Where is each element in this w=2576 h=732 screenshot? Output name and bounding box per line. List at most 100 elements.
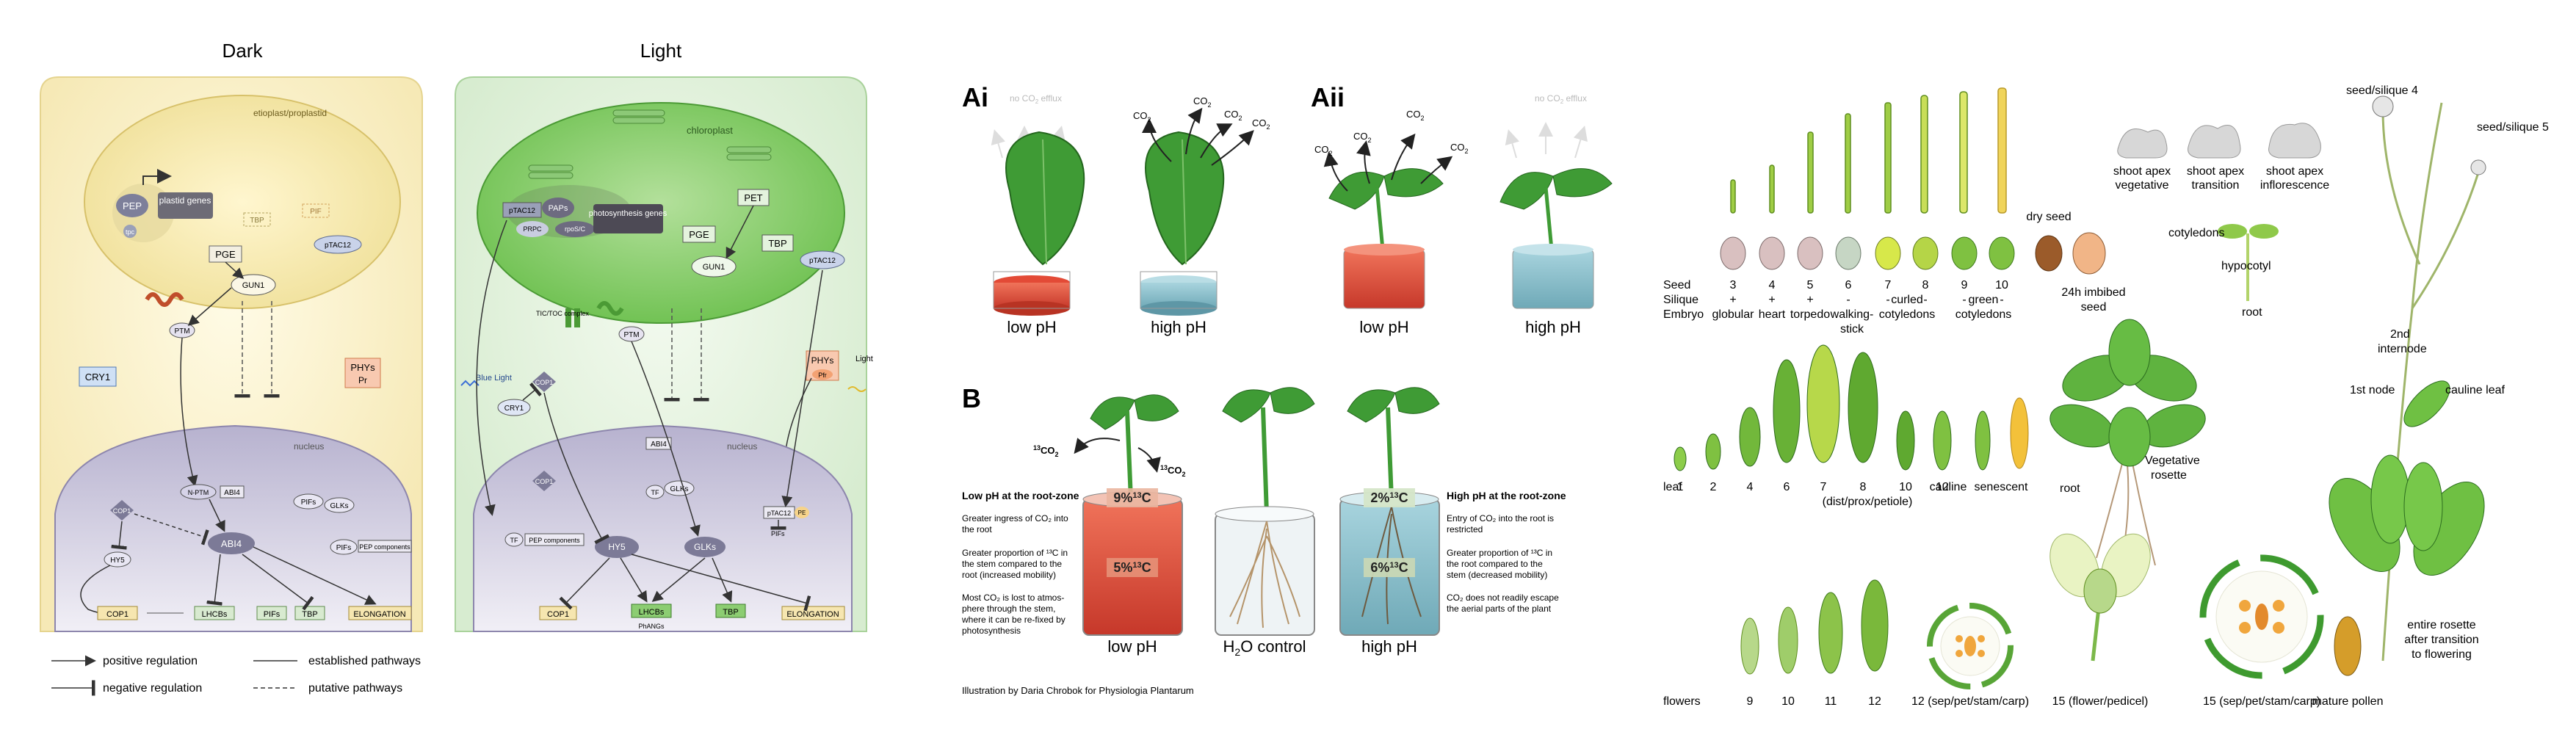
svg-text:PE: PE: [798, 510, 806, 516]
svg-text:LHCBs: LHCBs: [202, 610, 228, 619]
nucleus-light: [473, 424, 853, 632]
flowering-plant: seed/silique 4 seed/silique 5 2nd intern…: [2329, 84, 2549, 662]
svg-text:ABI4: ABI4: [221, 538, 242, 549]
silique-sign: -: [1923, 294, 1927, 306]
silique-number: 7: [1885, 279, 1892, 291]
embryo-labels: globular heart torpedo walking- stick cu…: [1712, 211, 2126, 336]
svg-text:vegetative: vegetative: [2116, 179, 2169, 192]
seed-row-labels: Seed Silique Embryo: [1663, 279, 1704, 321]
svg-text:low pH: low pH: [1107, 637, 1157, 656]
silique-number: 10: [1995, 279, 2008, 291]
silique-number: 3: [1730, 279, 1737, 291]
signaling-diagram-panel: Dark Light etioplast/proplastid PEP tpc …: [0, 0, 907, 732]
svg-text:walking-: walking-: [1830, 308, 1874, 321]
illustration-credit: Illustration by Daria Chrobok for Physio…: [962, 685, 1194, 696]
svg-text:mature pollen: mature pollen: [2312, 695, 2384, 708]
svg-text:stick: stick: [1840, 323, 1864, 336]
svg-text:GUN1: GUN1: [242, 281, 265, 290]
silique-sign: +: [1806, 294, 1813, 306]
svg-text:TBP: TBP: [302, 610, 317, 619]
svg-text:Pfr: Pfr: [818, 372, 827, 379]
svg-text:shoot apex: shoot apex: [2187, 165, 2244, 178]
leaf-number: 4: [1747, 481, 1754, 493]
svg-text:COP1: COP1: [535, 478, 554, 485]
leaf-shape: [1896, 410, 1915, 471]
leaf-number: 12: [1936, 481, 1949, 493]
svg-text:GLKs: GLKs: [670, 485, 688, 493]
leaf-shape: [1674, 446, 1687, 471]
leaf-number: 7: [1820, 481, 1827, 493]
svg-text:Blue Light: Blue Light: [476, 374, 512, 383]
svg-text:Embryo: Embryo: [1663, 308, 1704, 321]
svg-text:GLKs: GLKs: [330, 502, 348, 510]
label-aii: Aii: [1311, 82, 1345, 112]
svg-text:N-PTM: N-PTM: [188, 489, 209, 496]
label-b: B: [962, 383, 981, 413]
svg-text:nucleus: nucleus: [294, 441, 324, 452]
svg-text:COP1: COP1: [113, 507, 131, 515]
svg-text:cotyledons: cotyledons: [1955, 308, 2012, 321]
svg-text:Silique: Silique: [1663, 294, 1698, 306]
svg-text:15 (flower/pedicel): 15 (flower/pedicel): [2052, 695, 2149, 708]
svg-text:COP1: COP1: [106, 610, 129, 619]
svg-text:PHYs: PHYs: [811, 355, 834, 366]
svg-text:1st node: 1st node: [2350, 384, 2395, 396]
svg-text:internode: internode: [2378, 343, 2427, 355]
svg-text:15 (sep/pet/stam/carp): 15 (sep/pet/stam/carp): [2203, 695, 2320, 708]
svg-text:pTAC12: pTAC12: [509, 207, 535, 215]
leaf-number: 8: [1860, 481, 1867, 493]
svg-text:COP1: COP1: [535, 379, 554, 386]
silique-sign: -: [1886, 294, 1889, 306]
co2-roots-panel: Ai Aii no CO2 efflux low pH CO2 CO2 CO2 …: [907, 0, 1649, 732]
svg-text:high pH: high pH: [1361, 637, 1417, 656]
svg-text:CRY1: CRY1: [504, 405, 524, 413]
svg-text:13CO2: 13CO2: [1160, 464, 1186, 478]
svg-text:heart: heart: [1759, 308, 1786, 321]
svg-text:PTM: PTM: [623, 331, 639, 339]
aii-high-ph: no CO2 efflux high pH: [1499, 93, 1613, 336]
svg-text:TF: TF: [510, 537, 518, 544]
svg-text:TF: TF: [651, 489, 659, 496]
svg-text:GUN1: GUN1: [703, 263, 726, 272]
svg-text:PhANGs: PhANGs: [638, 623, 665, 630]
svg-text:chloroplast: chloroplast: [687, 125, 733, 136]
ai-high-ph-label: high pH: [1151, 318, 1206, 336]
svg-text:ABI4: ABI4: [224, 489, 240, 497]
svg-text:PTM: PTM: [174, 327, 189, 336]
leaf-shape: [1975, 410, 1991, 471]
silique-number: 5: [1807, 279, 1814, 291]
svg-text:cotyledons: cotyledons: [2168, 227, 2225, 239]
svg-text:5%13C: 5%13C: [1113, 560, 1151, 575]
svg-text:dry seed: dry seed: [2026, 211, 2071, 223]
svg-text:pTAC12: pTAC12: [809, 257, 836, 265]
svg-text:root: root: [2242, 306, 2262, 319]
svg-text:PIFs: PIFs: [771, 530, 785, 537]
svg-text:PIFs: PIFs: [264, 610, 281, 619]
dark-cell: etioplast/proplastid PEP tpc plastid gen…: [40, 76, 423, 632]
silique-number: 4: [1769, 279, 1776, 291]
svg-text:transition: transition: [2192, 179, 2240, 192]
svg-text:established pathways: established pathways: [308, 655, 421, 667]
svg-text:Most CO₂ is lost to atmos-pher: Most CO₂ is lost to atmos-phere through …: [961, 593, 1066, 636]
flower-15: 15 (flower/pedicel): [2049, 533, 2151, 708]
leaf-row-label: leaf: [1663, 481, 1682, 493]
svg-text:CO2: CO2: [1224, 109, 1242, 122]
svg-text:TBP: TBP: [768, 238, 786, 249]
svg-text:CO2: CO2: [1450, 142, 1469, 155]
svg-text:PGE: PGE: [215, 249, 236, 260]
svg-text:seed/silique 5: seed/silique 5: [2477, 121, 2549, 134]
svg-text:LHCBs: LHCBs: [639, 608, 665, 617]
floral-diagram-15: 15 (sep/pet/stam/carp): [2199, 554, 2324, 708]
svg-text:9%13C: 9%13C: [1113, 490, 1151, 505]
svg-text:Pr: Pr: [358, 375, 367, 385]
svg-text:ELONGATION: ELONGATION: [786, 610, 839, 619]
leaf-shape: [1739, 407, 1761, 467]
ai-low-ph-label: low pH: [1007, 318, 1056, 336]
svg-text:6%13C: 6%13C: [1370, 560, 1408, 575]
